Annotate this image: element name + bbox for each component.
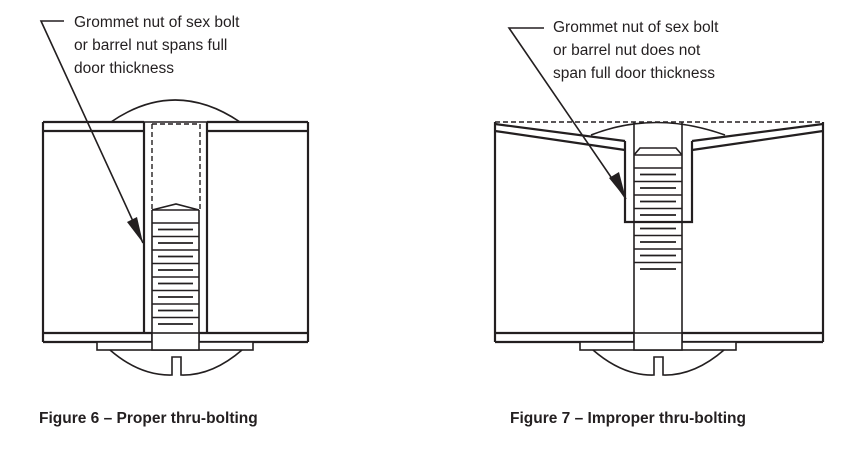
bottom-flange <box>96 332 254 351</box>
door-body <box>493 122 825 344</box>
bottom-dome-slot <box>109 349 243 376</box>
bolt-threads <box>151 203 200 346</box>
bottom-dome-slot <box>592 349 725 376</box>
callout-leader <box>507 27 627 200</box>
callout-text: Grommet nut of sex bolt or barrel nut sp… <box>74 14 240 77</box>
thread-lines <box>152 222 199 325</box>
thread-lines <box>634 167 682 270</box>
callout-text: Grommet nut of sex bolt or barrel nut do… <box>553 19 719 82</box>
figure-caption: Figure 7 – Improper thru-bolting <box>510 410 746 427</box>
bolt-shank <box>633 122 683 346</box>
top-dome <box>590 121 726 136</box>
figure-7-improper-thru-bolting: Grommet nut of sex bolt or barrel nut do… <box>430 0 855 456</box>
figure-7-drawing <box>493 27 825 376</box>
figure-caption: Figure 6 – Proper thru-bolting <box>39 410 258 427</box>
figure-6-drawing <box>39 20 310 376</box>
bottom-flange <box>579 332 737 351</box>
door-body <box>41 120 310 344</box>
grommet-nut-sleeve <box>142 121 209 333</box>
top-dome <box>110 99 241 123</box>
callout-leader <box>39 20 144 244</box>
figure-6-proper-thru-bolting: Grommet nut of sex bolt or barrel nut sp… <box>39 14 310 427</box>
hidden-bore <box>151 123 201 210</box>
